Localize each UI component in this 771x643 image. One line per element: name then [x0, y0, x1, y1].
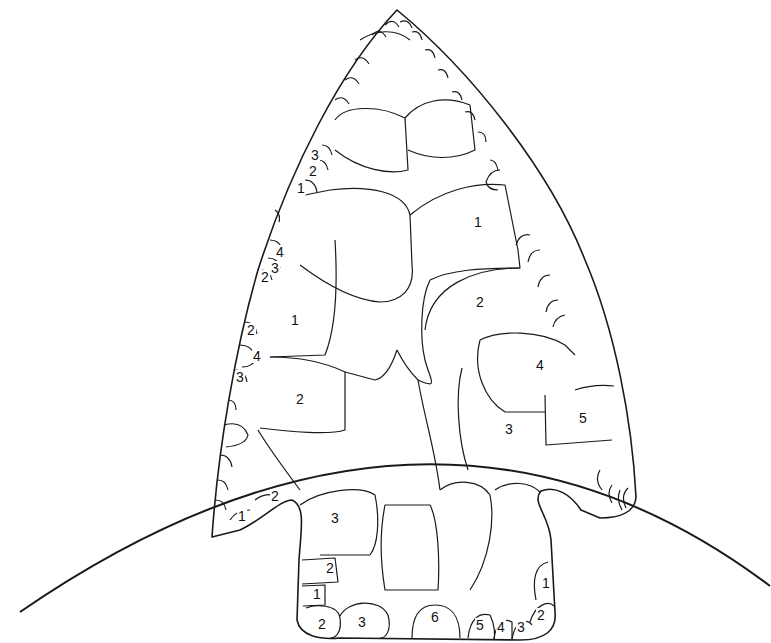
- callout-number: 5: [475, 618, 485, 632]
- curve-line: [20, 464, 770, 612]
- callout-number: 3: [516, 620, 526, 634]
- flake-scars: [258, 32, 614, 639]
- callout-number: 4: [535, 358, 545, 372]
- callout-number: 3: [357, 615, 367, 629]
- callout-number: 3: [235, 370, 245, 384]
- callout-number: 4: [252, 349, 262, 363]
- callout-number: 2: [536, 608, 546, 622]
- callout-number: 3: [330, 511, 340, 525]
- callout-number: 1: [473, 215, 483, 229]
- callout-number: 1: [541, 576, 551, 590]
- callout-number: 4: [275, 245, 285, 259]
- callout-number: 1: [296, 181, 306, 195]
- callout-number: 2: [295, 392, 305, 406]
- callout-number: 3: [504, 422, 514, 436]
- callout-number: 2: [475, 295, 485, 309]
- point-outline: [212, 10, 636, 640]
- callout-number: 2: [308, 164, 318, 178]
- callout-number: 4: [496, 620, 506, 634]
- callout-number: 6: [430, 610, 440, 624]
- callout-number: 2: [246, 323, 256, 337]
- callout-number: 2: [270, 489, 280, 503]
- callout-number: 3: [270, 261, 280, 275]
- callout-number: 2: [260, 270, 270, 284]
- callout-number: 2: [317, 617, 327, 631]
- callout-number: 1: [237, 509, 247, 523]
- callout-number: 1: [312, 587, 322, 601]
- callout-number: 5: [578, 411, 588, 425]
- edge-retouch: [216, 21, 628, 520]
- callout-number: 1: [290, 313, 300, 327]
- callout-number: 3: [310, 148, 320, 162]
- callout-number: 2: [325, 561, 335, 575]
